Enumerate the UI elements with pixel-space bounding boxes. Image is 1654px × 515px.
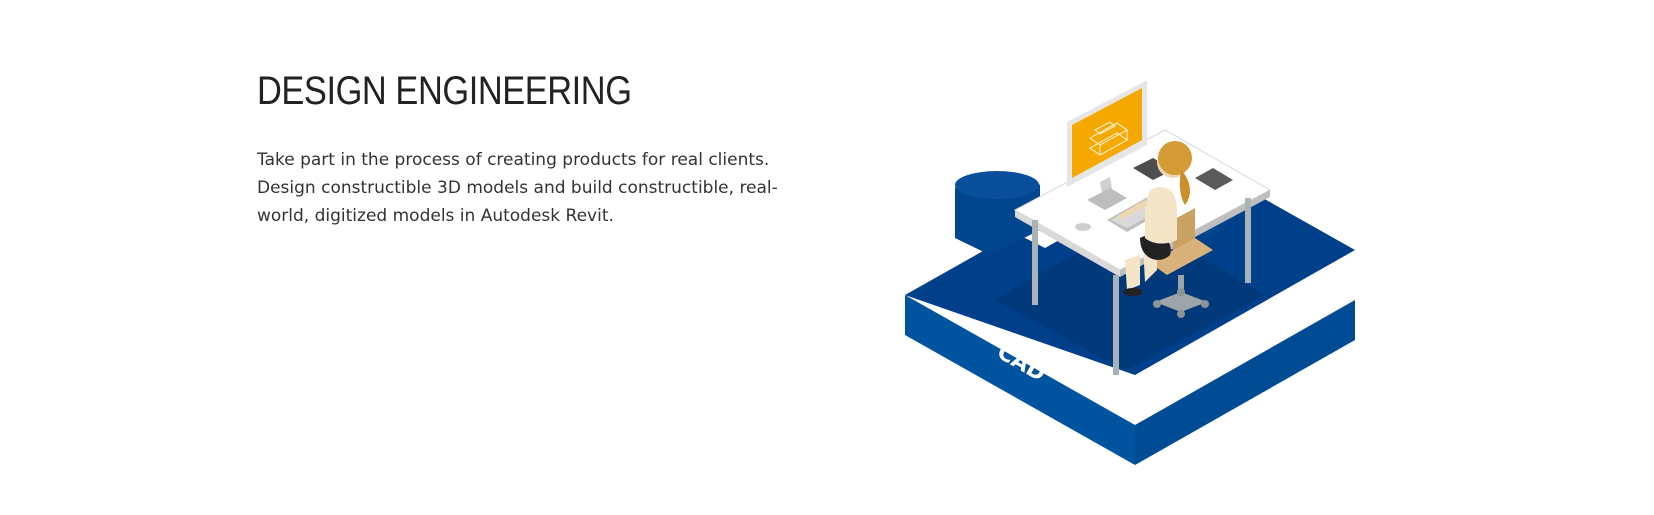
tablet xyxy=(1133,158,1173,180)
mouse xyxy=(1075,223,1091,231)
section-title: DESIGN ENGINEERING xyxy=(257,69,632,113)
office-chair xyxy=(1150,208,1213,318)
person xyxy=(1117,141,1192,296)
cad-workstation-illustration: CAD xyxy=(905,80,1355,465)
section-description: Take part in the process of creating pro… xyxy=(257,150,778,226)
text-block: DESIGN ENGINEERING Take part in the proc… xyxy=(257,66,817,230)
drawing-pad xyxy=(1195,168,1233,190)
monitor xyxy=(1067,80,1147,210)
